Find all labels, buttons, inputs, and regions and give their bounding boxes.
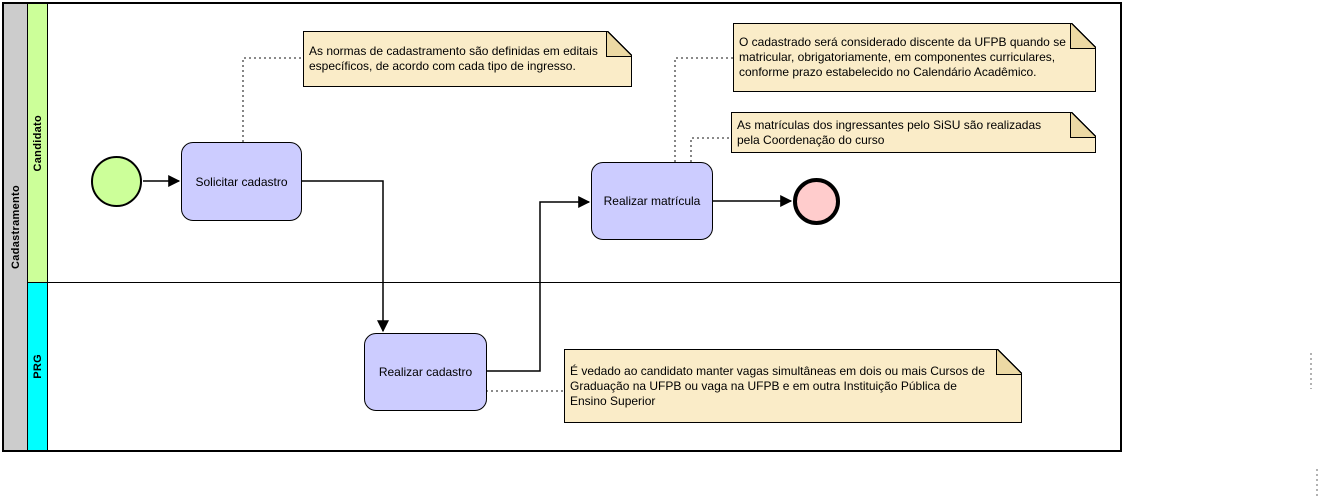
task-realizar-matricula[interactable]: Realizar matrícula bbox=[591, 162, 713, 240]
annotation-note-normas[interactable]: As normas de cadastramento são definidas… bbox=[303, 31, 632, 87]
task-realizar-cadastro-label: Realizar cadastro bbox=[378, 365, 473, 379]
task-realizar-matricula-label: Realizar matrícula bbox=[603, 194, 701, 208]
annotation-note-normas-text: As normas de cadastramento são definidas… bbox=[309, 44, 598, 73]
task-solicitar-cadastro[interactable]: Solicitar cadastro bbox=[181, 142, 302, 221]
folded-corner-icon bbox=[1070, 112, 1096, 138]
task-realizar-cadastro[interactable]: Realizar cadastro bbox=[364, 333, 487, 411]
end-event[interactable] bbox=[793, 178, 840, 225]
start-event[interactable] bbox=[91, 156, 142, 207]
association-matricula-note3[interactable] bbox=[690, 137, 731, 162]
task-solicitar-cadastro-label: Solicitar cadastro bbox=[195, 174, 288, 189]
lane-candidato-strip[interactable]: Candidato bbox=[28, 4, 48, 282]
lane-prg: PRG bbox=[28, 283, 1120, 450]
annotation-note-discente-text: O cadastrado será considerado discente d… bbox=[739, 35, 1066, 79]
pool-header[interactable]: Cadastramento bbox=[4, 4, 28, 450]
lane-candidato: Candidato bbox=[28, 4, 1120, 283]
annotation-note-sisu-text: As matrículas dos ingressantes pelo SiSU… bbox=[737, 117, 1042, 147]
annotation-note-sisu[interactable]: As matrículas dos ingressantes pelo SiSU… bbox=[731, 112, 1096, 153]
sequence-flow-realizar-cadastro-to-matricula[interactable] bbox=[487, 196, 591, 372]
association-solicitar-note1[interactable] bbox=[242, 57, 303, 142]
lane-prg-strip[interactable]: PRG bbox=[28, 283, 48, 450]
folded-corner-icon bbox=[606, 31, 632, 57]
annotation-note-discente[interactable]: O cadastrado será considerado discente d… bbox=[733, 23, 1096, 92]
annotation-note-vagas-text: É vedado ao candidato manter vagas simul… bbox=[570, 363, 985, 408]
association-matricula-note2[interactable] bbox=[674, 57, 733, 162]
folded-corner-icon bbox=[1070, 23, 1096, 49]
annotation-note-vagas[interactable]: É vedado ao candidato manter vagas simul… bbox=[564, 349, 1022, 423]
folded-corner-icon bbox=[996, 349, 1022, 375]
sequence-flow-solicitar-to-realizar-cadastro[interactable] bbox=[302, 180, 389, 333]
